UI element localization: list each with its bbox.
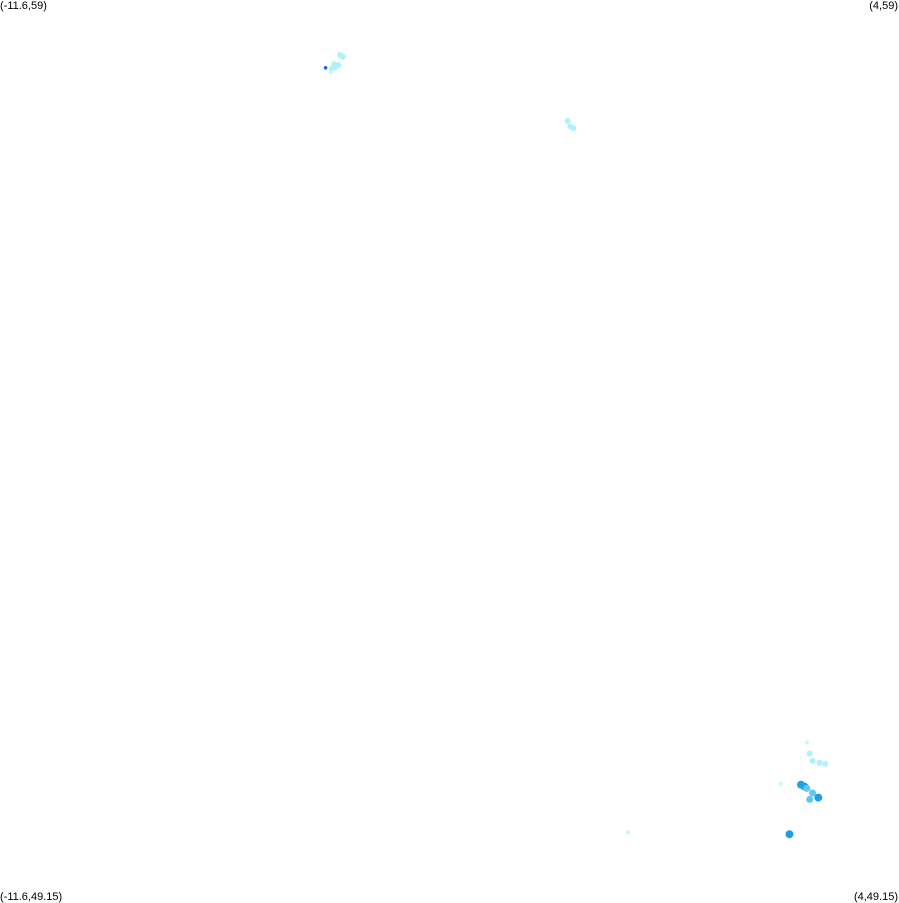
precip-cell-6 xyxy=(328,70,333,75)
precip-cell-5 xyxy=(328,65,335,72)
precip-cell-8 xyxy=(564,118,571,124)
precip-cell-22 xyxy=(778,781,783,786)
precip-cell-14 xyxy=(816,759,823,766)
bottom-right-coordinate: (4,49.15) xyxy=(853,891,898,903)
precip-cell-12 xyxy=(806,750,813,757)
precip-cell-21 xyxy=(806,795,814,803)
top-left-coordinate: (-11.6,59) xyxy=(0,0,47,12)
bottom-left-coordinate: (-11.6,49.15) xyxy=(0,891,63,903)
precip-cell-7 xyxy=(323,66,328,70)
precip-cell-20 xyxy=(814,793,823,802)
precip-cell-11 xyxy=(804,740,809,745)
precip-cell-10 xyxy=(570,125,577,132)
precip-cell-1 xyxy=(339,53,346,60)
precip-cell-4 xyxy=(335,62,342,69)
precip-cell-19 xyxy=(809,789,817,797)
top-right-coordinate: (4,59) xyxy=(869,0,898,12)
precip-cell-15 xyxy=(822,760,829,767)
precip-cell-24 xyxy=(626,830,631,835)
precip-cell-18 xyxy=(803,784,811,792)
precip-cell-13 xyxy=(809,757,816,764)
precip-cell-23 xyxy=(785,830,794,839)
